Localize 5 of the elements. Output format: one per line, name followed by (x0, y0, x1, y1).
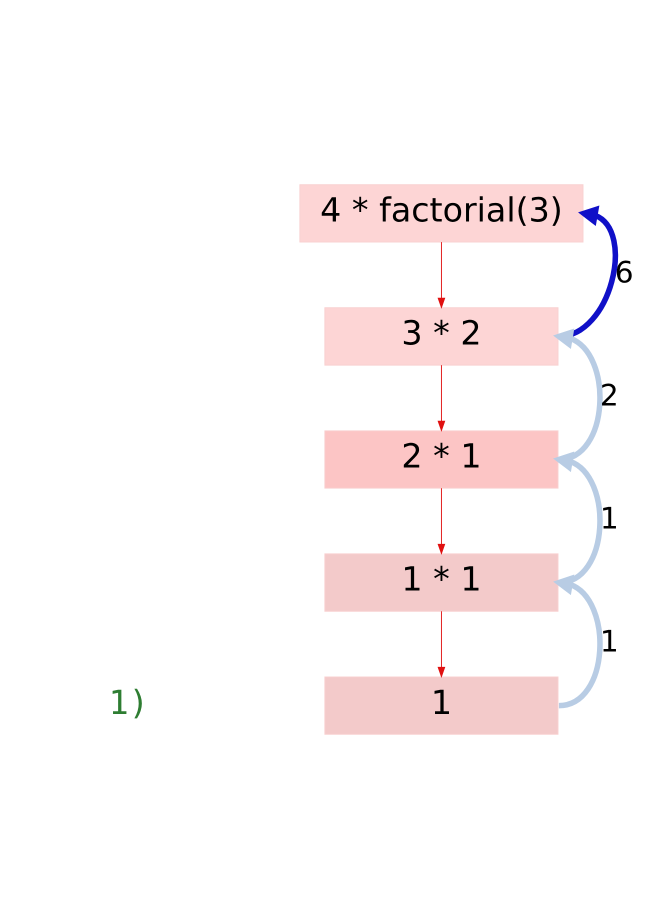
label: 1) (108, 682, 149, 722)
edge-label: 1 (600, 502, 619, 536)
edge-label: 2 (600, 378, 619, 412)
edge-label: 6 (614, 255, 634, 290)
edge-label: 1 (600, 624, 619, 659)
